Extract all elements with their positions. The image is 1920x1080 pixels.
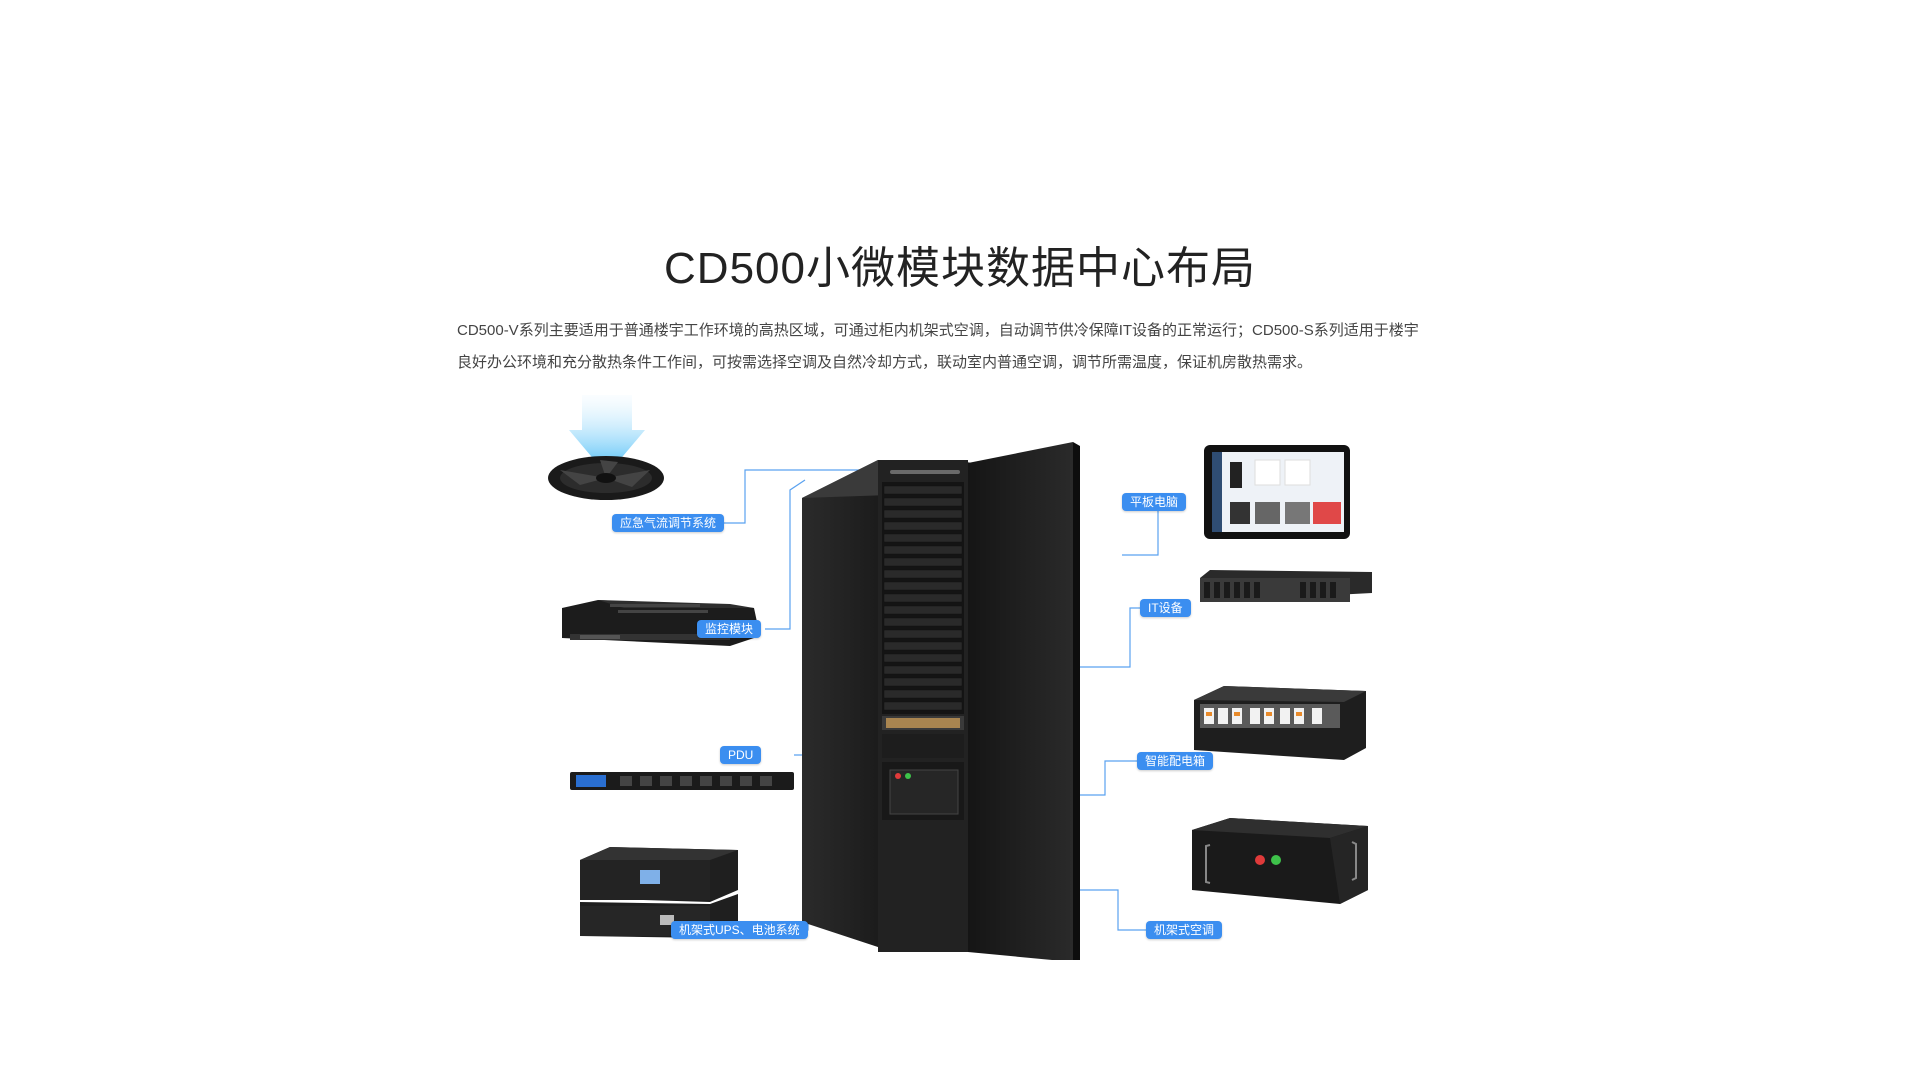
page-description: CD500-V系列主要适用于普通楼宇工作环境的高热区域，可通过柜内机架式空调，自… — [457, 315, 1493, 379]
label-tablet: 平板电脑 — [1122, 493, 1187, 511]
description-line-2: 良好办公环境和充分散热条件工作间，可按需选择空调及自然冷却方式，联动室内普通空调… — [457, 354, 1313, 371]
label-emergency-airflow: 应急气流调节系统 — [612, 514, 725, 532]
distribution-box-image — [1194, 686, 1366, 760]
tablet-image — [1204, 445, 1350, 539]
pdu-image — [570, 772, 794, 790]
label-smart-distribution: 智能配电箱 — [1137, 752, 1214, 770]
label-it-equipment: IT设备 — [1140, 599, 1191, 617]
diagram-illustration — [548, 395, 1372, 960]
label-rack-ac: 机架式空调 — [1146, 921, 1223, 939]
airflow-fan-image — [548, 395, 664, 500]
label-rack-ups: 机架式UPS、电池系统 — [671, 921, 808, 939]
rack-ac-image — [1192, 818, 1368, 904]
page-title: CD500小微模块数据中心布局 — [664, 244, 1256, 293]
label-monitoring-module: 监控模块 — [697, 620, 762, 638]
label-pdu: PDU — [720, 746, 762, 764]
layout-diagram: 应急气流调节系统 监控模块 PDU 机架式UPS、电池系统 平板电脑 IT设备 … — [540, 390, 1400, 960]
description-line-1: CD500-V系列主要适用于普通楼宇工作环境的高热区域，可通过柜内机架式空调，自… — [457, 322, 1419, 339]
rack-cabinet-image — [802, 442, 1080, 960]
it-server-image — [1200, 570, 1372, 602]
